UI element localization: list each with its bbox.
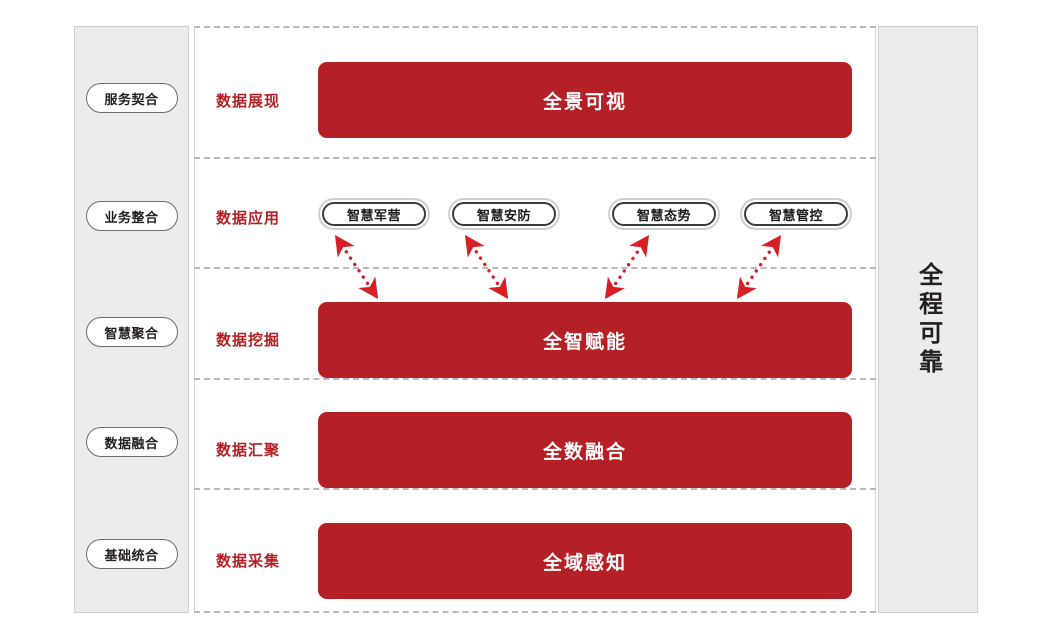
stage-bar-1[interactable]: 全景可视 <box>318 62 852 138</box>
divider-bottom <box>194 611 876 613</box>
capability-pill-label: 服务契合 <box>104 91 159 107</box>
center-right-rule <box>875 26 876 613</box>
stage-bar-text: 全域感知 <box>542 552 627 574</box>
app-pill-inner: 智慧管控 <box>744 202 848 226</box>
capability-pill-1[interactable]: 服务契合 <box>85 83 178 113</box>
app-pill-inner: 智慧态势 <box>612 202 716 226</box>
stage-bar-text: 全数融合 <box>542 441 627 463</box>
center-left-rule <box>194 26 195 613</box>
capability-pill-label: 业务整合 <box>104 209 159 225</box>
app-pill-1[interactable]: 智慧军营 <box>318 198 430 230</box>
capability-column: 服务契合 业务整合 智慧聚合 数据融合 基础统合 <box>74 26 189 613</box>
stage-label-1: 数据展现 <box>216 93 281 110</box>
capability-pill-5[interactable]: 基础统合 <box>85 539 178 569</box>
app-pill-4[interactable]: 智慧管控 <box>740 198 852 230</box>
app-pill-label: 智慧军营 <box>346 207 401 223</box>
capability-pill-4[interactable]: 数据融合 <box>85 427 178 457</box>
stage-label-2: 数据应用 <box>216 210 281 227</box>
stage-label-3: 数据挖掘 <box>216 332 281 349</box>
capability-pill-label: 智慧聚合 <box>104 325 159 341</box>
divider-2 <box>194 267 876 269</box>
divider-3 <box>194 378 876 380</box>
stage-bar-text: 全智赋能 <box>542 331 627 353</box>
capability-pill-label: 数据融合 <box>104 435 159 451</box>
stage-column: 数据展现 全景可视 数据应用 智慧军营 智慧安防 智慧态势 智慧管控 <box>194 26 876 613</box>
stage-bar-5[interactable]: 全域感知 <box>318 523 852 599</box>
stage-label-5: 数据采集 <box>216 553 281 570</box>
divider-4 <box>194 488 876 490</box>
stage-bar-text: 全景可视 <box>542 91 627 113</box>
capability-pill-label: 基础统合 <box>104 547 159 563</box>
stage-bar-4[interactable]: 全数融合 <box>318 412 852 488</box>
app-pill-inner: 智慧安防 <box>452 202 556 226</box>
divider-1 <box>194 157 876 159</box>
app-pill-2[interactable]: 智慧安防 <box>448 198 560 230</box>
capability-pill-2[interactable]: 业务整合 <box>85 201 178 231</box>
stage-bar-3[interactable]: 全智赋能 <box>318 302 852 378</box>
app-pill-inner: 智慧军营 <box>322 202 426 226</box>
app-pill-3[interactable]: 智慧态势 <box>608 198 720 230</box>
reliability-label: 全程可靠 <box>914 261 942 378</box>
capability-pill-3[interactable]: 智慧聚合 <box>85 317 178 347</box>
app-pill-label: 智慧安防 <box>476 207 531 223</box>
app-pill-label: 智慧态势 <box>636 207 691 223</box>
reliability-column: 全程可靠 <box>878 26 978 613</box>
stage-label-4: 数据汇聚 <box>216 442 281 459</box>
app-pill-label: 智慧管控 <box>768 207 823 223</box>
